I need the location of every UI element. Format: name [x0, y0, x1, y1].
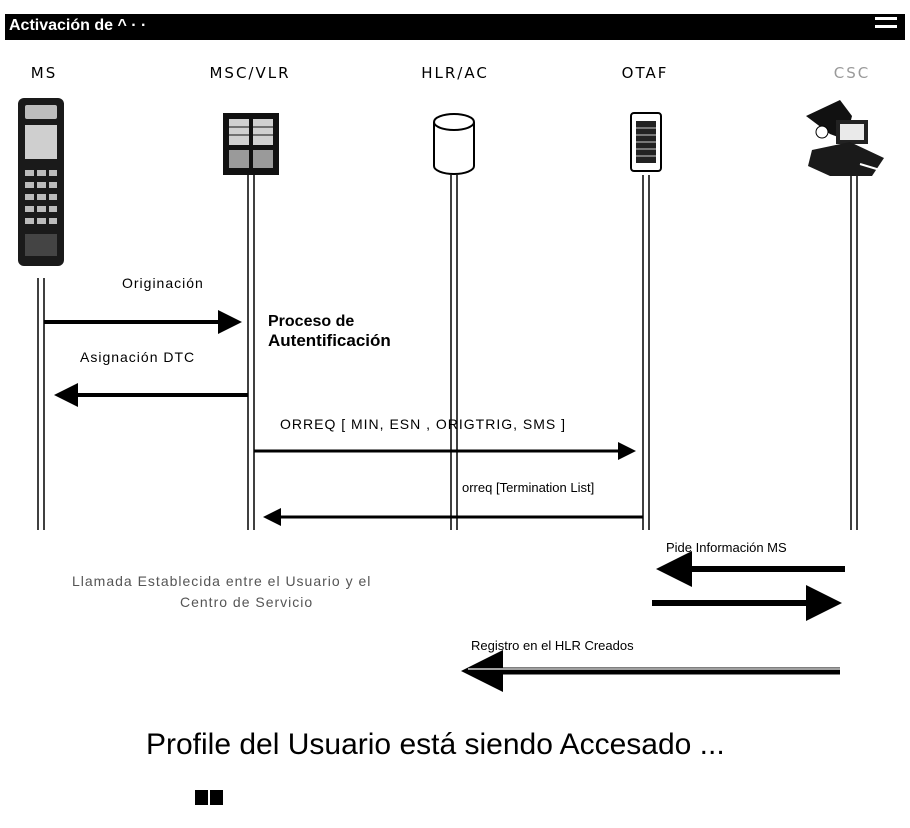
lane-header-ms: MS: [30, 64, 58, 82]
service-center-icon: [806, 100, 884, 176]
label-call-line2: Centro de Servicio: [180, 594, 314, 610]
label-call-line1: Llamada Establecida entre el Usuario y e…: [72, 573, 372, 589]
lane-header-msc-vlr: MSC/VLR: [209, 64, 291, 82]
label-pide-info: Pide Información MS: [666, 540, 787, 555]
label-dtc: Asignación DTC: [80, 349, 196, 365]
label-registro: Registro en el HLR Creados: [471, 638, 634, 653]
status-message: Profile del Usuario está siendo Accesado…: [146, 728, 725, 761]
lifeline-msc-vlr: [247, 175, 255, 530]
lifeline-ms: [37, 278, 45, 530]
window-title: Activación de ^ · ·: [9, 17, 147, 34]
label-process-line1: Proceso de: [268, 313, 355, 330]
lifeline-csc: [850, 175, 858, 530]
mobile-phone-icon: [18, 98, 64, 266]
label-orreq-reply: orreq [Termination List]: [462, 480, 595, 495]
label-orreq: ORREQ [ MIN, ESN , ORIGTRIG, SMS ]: [280, 416, 567, 432]
lane-header-hlr-ac: HLR/AC: [421, 64, 489, 82]
lane-header-otaf: OTAF: [621, 64, 669, 82]
server-icon: [630, 112, 662, 172]
lifeline-hlr-ac: [450, 175, 458, 530]
lifeline-otaf: [642, 175, 650, 530]
label-origination: Originación: [122, 275, 204, 291]
progress-block: [195, 790, 208, 805]
title-bar: Activación de ^ · ·: [5, 14, 905, 40]
progress-block: [210, 790, 223, 805]
switch-cabinet-icon: [223, 113, 279, 175]
label-process-line2: Autentificación: [268, 331, 391, 350]
database-icon: [433, 113, 475, 175]
lane-header-csc: CSC: [833, 64, 871, 82]
menu-icon[interactable]: [875, 17, 897, 37]
